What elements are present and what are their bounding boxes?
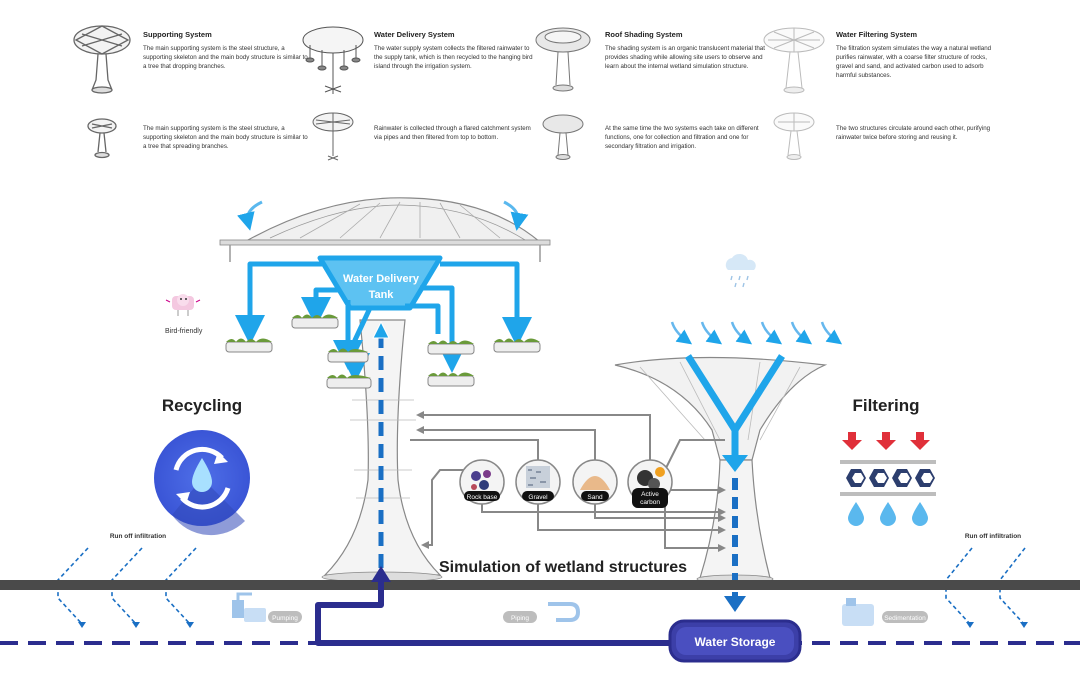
legend-icon-filtering-bottom (773, 112, 815, 160)
legend-text: The two structures circulate around each… (836, 125, 991, 141)
pump-icon (232, 592, 266, 622)
legend-water-delivery: Water Delivery System The water supply s… (374, 30, 539, 72)
legend-text: The water supply system collects the fil… (374, 45, 533, 70)
legend-title: Roof Shading System (605, 30, 683, 39)
media-gravel (515, 459, 561, 505)
sedimentation-label: Sedimentation (884, 615, 926, 622)
pumping-tag (268, 611, 302, 623)
legend-text: Rainwater is collected through a flared … (374, 125, 531, 141)
runoff-right-label: Run off infiltration (965, 533, 1021, 540)
funnel-arrowhead (722, 455, 748, 472)
recycle-icon (154, 430, 250, 536)
island (493, 338, 541, 353)
legend-roof-shading-2: At the same time the two systems each ta… (605, 125, 770, 152)
legend-roof-shading: Roof Shading System The shading system i… (605, 30, 770, 72)
media-label: Sand (587, 494, 603, 501)
filtering-label: Filtering (852, 396, 919, 415)
legend-text: The main supporting system is the steel … (143, 125, 308, 150)
island (327, 348, 369, 363)
media-label-line1: Active (641, 491, 659, 498)
legend-text: The filtration system simulates the way … (836, 45, 992, 79)
tank-label-line2: Tank (369, 289, 395, 301)
media-label: Gravel (528, 494, 548, 501)
bird-friendly-label: Bird-friendly (165, 328, 203, 335)
legend-icon-delivery-top (302, 26, 364, 94)
tank-label-line1: Water Delivery (343, 273, 420, 285)
piping-label: Piping (511, 615, 529, 622)
rain-arrows (670, 321, 843, 345)
legend-icon-shading-bottom (542, 114, 584, 160)
legend-icon-shading-top (535, 27, 591, 92)
water-storage-label: Water Storage (695, 635, 776, 649)
pumping-label: Pumping (272, 615, 298, 622)
recycling-label: Recycling (162, 396, 242, 415)
media-rock-base (459, 459, 505, 505)
rain-cloud-icon (725, 253, 756, 288)
island (427, 340, 475, 355)
circulation-arrowhead (371, 566, 391, 582)
circulation-pipe (315, 578, 680, 646)
filter-icon (840, 432, 936, 526)
media-active-carbon (627, 459, 673, 508)
legend-icon-filtering-top (763, 27, 825, 94)
legend-icon-delivery-bottom (312, 112, 354, 161)
island (326, 374, 372, 389)
legend-water-filtering-2: The two structures circulate around each… (836, 125, 1001, 143)
sedimentation-tag (882, 611, 928, 623)
island (427, 372, 475, 387)
pipe-icon (548, 602, 581, 622)
water-storage (668, 619, 802, 663)
legend-title: Water Filtering System (836, 30, 917, 39)
legend-text: The shading system is an organic translu… (605, 45, 765, 70)
legend-text: At the same time the two systems each ta… (605, 125, 759, 150)
legend-icon-supporting-bottom (87, 118, 117, 159)
legend-water-filtering: Water Filtering System The filtration sy… (836, 30, 1001, 81)
hanging-islands (225, 314, 541, 389)
piping-tag (503, 611, 537, 623)
media-label: Rock base (467, 494, 498, 501)
media-sand (572, 459, 618, 505)
legend-title: Water Delivery System (374, 30, 455, 39)
ground-line (0, 580, 1080, 590)
pump-riser-arrowhead (372, 320, 390, 339)
runoff-left-label: Run off infiltration (110, 533, 166, 540)
legend-text: The main supporting system is the steel … (143, 45, 308, 70)
filter-down-arrowhead (724, 596, 746, 612)
left-canopy (219, 197, 551, 262)
wetland-label: Simulation of wetland structures (439, 559, 687, 576)
media-label-line2: carbon (640, 499, 660, 506)
wetland-connectors (410, 411, 726, 552)
legend-title: Supporting System (143, 30, 212, 39)
legend-icon-supporting-top (73, 25, 131, 94)
legend-water-delivery-2: Rainwater is collected through a flared … (374, 125, 539, 143)
island (291, 314, 339, 329)
runoff-arrowheads (78, 622, 1028, 628)
bird-icon (165, 294, 201, 316)
legend-supporting-2: The main supporting system is the steel … (143, 125, 308, 152)
water-delivery-tank: Water Delivery Tank (317, 255, 443, 311)
legend-supporting: Supporting System The main supporting sy… (143, 30, 308, 72)
canopy-flow-arrows (237, 200, 529, 231)
island (225, 338, 273, 353)
sedimentation-icon (842, 598, 874, 626)
